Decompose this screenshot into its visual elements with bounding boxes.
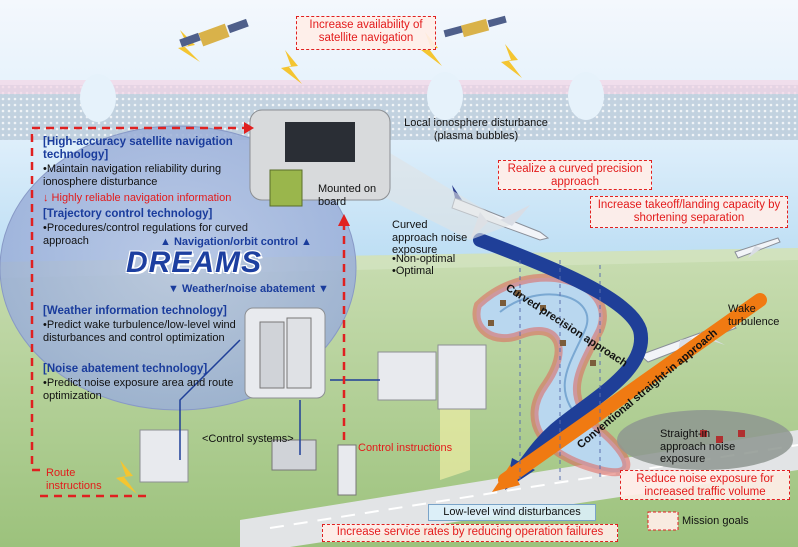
label-ionosphere: Local ionosphere disturbance (plasma bub… xyxy=(404,117,548,142)
goal-satellite-navigation: Increase availability of satellite navig… xyxy=(296,16,436,50)
legend-mission-goals: Mission goals xyxy=(682,515,749,527)
tech-trajectory-desc: •Procedures/control regulations for curv… xyxy=(43,222,249,247)
label-straight-noise: Straight-in approach noise exposure xyxy=(660,428,736,465)
airplane-distant-icon xyxy=(734,237,781,259)
tech-trajectory-title: [Trajectory control technology] xyxy=(43,208,213,220)
dreams-nav-orbit: ▲ Navigation/orbit control ▲ xyxy=(160,236,312,248)
label-optimal: •Optimal xyxy=(392,265,434,277)
label-route-instructions: Route instructions xyxy=(46,467,102,492)
tech-noise-title: [Noise abatement technology] xyxy=(43,363,208,375)
tech-weather-title: [Weather information technology] xyxy=(43,305,227,317)
label-control-instructions: Control instructions xyxy=(358,442,453,454)
goal-capacity: Increase takeoff/landing capacity by sho… xyxy=(590,196,788,228)
label-lowlevel-wind: Low-level wind disturbances xyxy=(428,504,596,521)
goal-curved-approach: Realize a curved precision approach xyxy=(498,160,652,190)
tech-weather-desc: •Predict wake turbulence/low-level wind … xyxy=(43,319,236,344)
goal-service-rates: Increase service rates by reducing opera… xyxy=(322,524,618,542)
goal-noise: Reduce noise exposure for increased traf… xyxy=(620,470,790,500)
label-curved-noise: Curved approach noise exposure xyxy=(392,219,468,256)
satellite-right-icon xyxy=(443,15,507,38)
label-mounted-on-board: Mounted on board xyxy=(318,183,377,208)
satellite-left-icon xyxy=(179,18,249,48)
label-non-optimal: •Non-optimal xyxy=(392,253,456,265)
dreams-weather-noise: ▼ Weather/noise abatement ▼ xyxy=(168,283,329,295)
label-wake-turbulence: Wake turbulence xyxy=(728,303,780,328)
tech-noise-desc: •Predict noise exposure area and route o… xyxy=(43,377,234,402)
label-control-systems: <Control systems> xyxy=(202,433,294,445)
tech-satellite-result: ↓ Highly reliable navigation information xyxy=(43,192,232,204)
tech-satellite-title: [High-accuracy satellite navigation tech… xyxy=(43,136,233,161)
tech-satellite-desc: •Maintain navigation reliability during … xyxy=(43,163,222,188)
dreams-title: DREAMS xyxy=(126,246,263,279)
